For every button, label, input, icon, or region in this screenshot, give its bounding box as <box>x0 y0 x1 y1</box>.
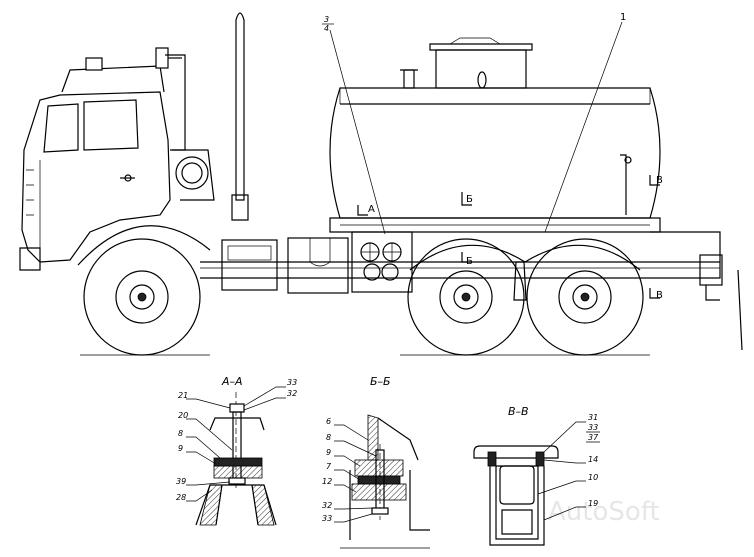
part-number-label: 12 <box>322 477 332 486</box>
pump-unit <box>351 231 413 293</box>
section-a-title: А–А <box>221 375 243 388</box>
part-number-label: 28 <box>176 493 186 502</box>
part-number-label: 21 <box>178 391 188 400</box>
part-number-label: 39 <box>176 477 186 486</box>
section-mark-b2: Б <box>466 256 473 267</box>
callout-upper: 3 <box>324 15 329 24</box>
part-number-label: 31 <box>588 413 598 422</box>
section-mark-b1: Б <box>466 194 473 205</box>
section-b-b: Б–Б 6 8 9 7 12 32 33 <box>322 375 430 549</box>
part-number-label: 33 <box>287 378 297 387</box>
section-b-labels: 6 8 9 7 12 32 33 <box>322 417 377 523</box>
part-number-label: 37 <box>588 433 599 442</box>
part-number-label: 6 <box>326 417 331 426</box>
part-number-label: 9 <box>326 448 331 457</box>
part-number-label: 9 <box>178 444 183 453</box>
section-mark-a: А <box>368 204 375 215</box>
section-a-labels: 21 20 8 9 39 28 33 32 <box>176 378 297 502</box>
part-number-label: 10 <box>588 473 598 482</box>
section-mark-v1: В <box>656 175 663 186</box>
watermark: AutoSoft <box>548 497 660 527</box>
part-number-label: 14 <box>588 455 598 464</box>
part-number-label: 19 <box>588 499 598 508</box>
exhaust-pipe <box>231 12 249 221</box>
part-number-label: 33 <box>588 423 598 432</box>
part-number-label: 33 <box>322 514 332 523</box>
middle-wheel <box>407 238 525 356</box>
callout-lower: 4 <box>324 24 329 33</box>
front-wheel <box>83 238 201 356</box>
section-b-title: Б–Б <box>370 375 391 388</box>
part-number-label: 32 <box>322 501 332 510</box>
rear-wheel <box>526 238 644 356</box>
part-number-label: 7 <box>326 462 332 471</box>
part-number-label: 8 <box>326 433 331 442</box>
section-v-labels: 31 33 37 14 10 19 <box>537 413 600 521</box>
section-v-v: В–В 31 33 37 14 10 19 <box>473 405 600 546</box>
section-v-title: В–В <box>508 405 529 418</box>
callout-tank: 1 <box>620 12 626 23</box>
truck-side-view: 1 3 4 А Б Б В В <box>19 12 743 356</box>
part-number-label: 8 <box>178 429 183 438</box>
water-tank <box>329 37 661 233</box>
section-a-a: А–А 21 20 8 9 39 28 33 32 <box>176 375 297 526</box>
section-mark-v2: В <box>656 290 663 301</box>
part-number-label: 32 <box>287 389 297 398</box>
part-number-label: 20 <box>178 411 188 420</box>
truck-cab <box>21 47 171 263</box>
